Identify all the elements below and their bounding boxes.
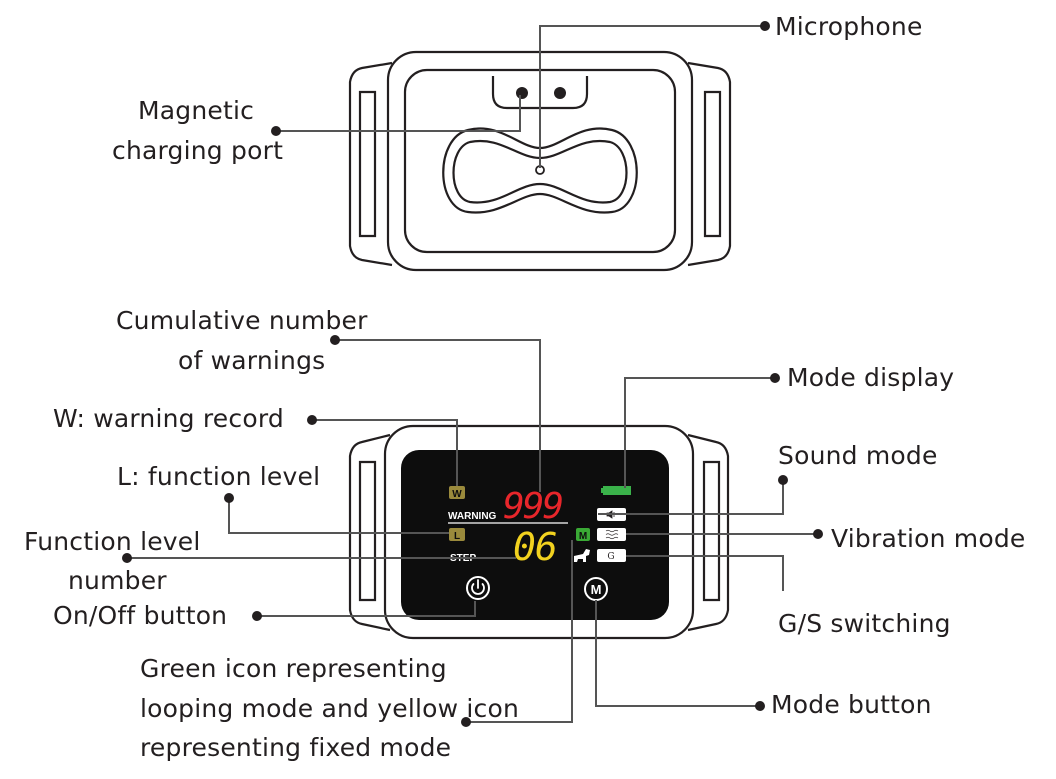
label-cumulative-1: Cumulative number (116, 306, 368, 335)
label-sound-mode: Sound mode (778, 441, 938, 470)
m-badge (576, 528, 590, 541)
label-vibration-mode: Vibration mode (831, 524, 1026, 553)
l-badge-label: L (454, 531, 460, 542)
leader-lines (127, 25, 818, 723)
label-magnetic-charging-1: Magnetic (138, 96, 255, 125)
step-value: 06 (513, 525, 557, 569)
warning-counter: 999 (503, 486, 562, 527)
warning-label: WARNING (448, 511, 497, 522)
label-gs-switching: G/S switching (778, 609, 951, 638)
m-badge-label: M (579, 531, 587, 542)
label-cumulative-2: of warnings (178, 346, 326, 375)
label-on-off: On/Off button (53, 601, 228, 630)
charging-pin-right (554, 87, 566, 99)
label-function-level-2: number (68, 566, 167, 595)
dog-icon (574, 549, 590, 562)
l-badge (449, 528, 465, 541)
on-off-button[interactable] (466, 576, 490, 600)
label-l-level: L: function level (117, 462, 321, 491)
w-badge (449, 486, 465, 499)
mode-m-icon: M (591, 582, 602, 597)
label-w-record: W: warning record (53, 404, 284, 433)
label-mode-display: Mode display (787, 363, 955, 392)
w-badge-label: W (452, 489, 462, 500)
leader-dots (122, 21, 823, 727)
battery-icon (601, 486, 631, 495)
vibration-mode-indicator (597, 528, 626, 541)
label-green-icon-3: representing fixed mode (140, 733, 452, 762)
label-mode-button: Mode button (771, 690, 932, 719)
label-magnetic-charging-2: charging port (112, 136, 284, 165)
label-function-level-1: Function level (24, 527, 201, 556)
label-green-icon-1: Green icon representing (140, 654, 447, 683)
g-key-label: G (607, 552, 614, 562)
gs-indicator (597, 549, 626, 562)
label-microphone: Microphone (775, 12, 923, 41)
on-off-icon (471, 579, 485, 595)
label-green-icon-2: looping mode and yellow icon (140, 694, 520, 723)
vibration-icon (605, 529, 619, 540)
charging-pin-left (516, 87, 528, 99)
